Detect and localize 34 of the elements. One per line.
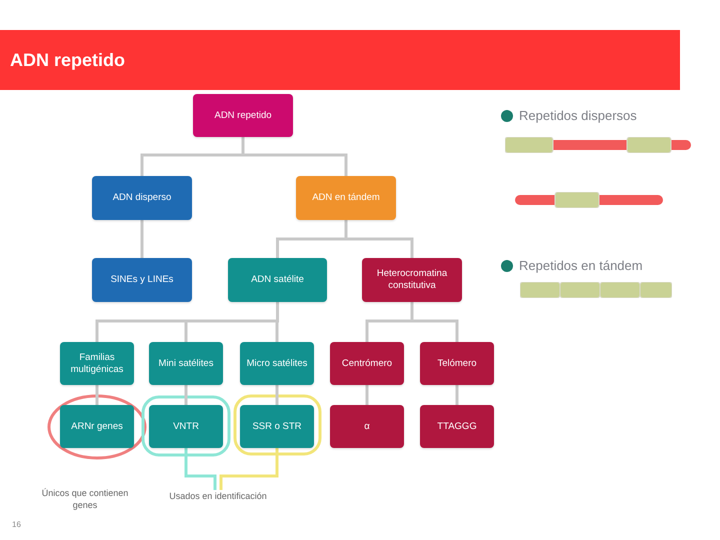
category-box: Telómero <box>420 342 494 385</box>
category-box: α <box>330 405 404 448</box>
category-box: ADN en tándem <box>296 176 396 220</box>
category-box: Familias multigénicas <box>60 342 134 385</box>
category-box: Centrómero <box>330 342 404 385</box>
connector-line <box>344 220 414 258</box>
connector-line <box>184 385 188 405</box>
category-box: ADN repetido <box>193 94 293 137</box>
category-box: Heterocromatina constitutiva <box>362 258 462 302</box>
note-text: Únicos que contienen genes <box>40 488 130 512</box>
category-box: SINEs y LINEs <box>92 258 192 302</box>
connector-line <box>276 385 278 405</box>
category-box: VNTR <box>149 405 223 448</box>
category-box: ADN disperso <box>92 176 192 220</box>
note-text: Usados en identificación <box>148 490 288 504</box>
page-number: 16 <box>12 520 21 529</box>
connector-line <box>366 385 368 405</box>
category-box: Mini satélites <box>149 342 223 385</box>
bullet-text: Repetidos en tándem <box>519 258 643 273</box>
category-box: Micro satélites <box>240 342 314 385</box>
connector-line <box>242 137 348 176</box>
category-box: TTAGGG <box>420 405 494 448</box>
bracket-line <box>184 448 216 490</box>
category-box: ADN satélite <box>228 258 327 302</box>
connector-line <box>276 302 279 342</box>
connector-line <box>140 220 144 258</box>
connector-line <box>96 385 98 405</box>
category-box: ARNr genes <box>60 405 134 448</box>
connector-line <box>456 385 458 405</box>
bracket-line <box>220 448 278 490</box>
connector-line <box>410 302 458 342</box>
bullet-text: Repetidos dispersos <box>519 108 637 123</box>
title-banner: ADN repetido <box>0 30 680 90</box>
category-box: SSR o STR <box>240 405 314 448</box>
